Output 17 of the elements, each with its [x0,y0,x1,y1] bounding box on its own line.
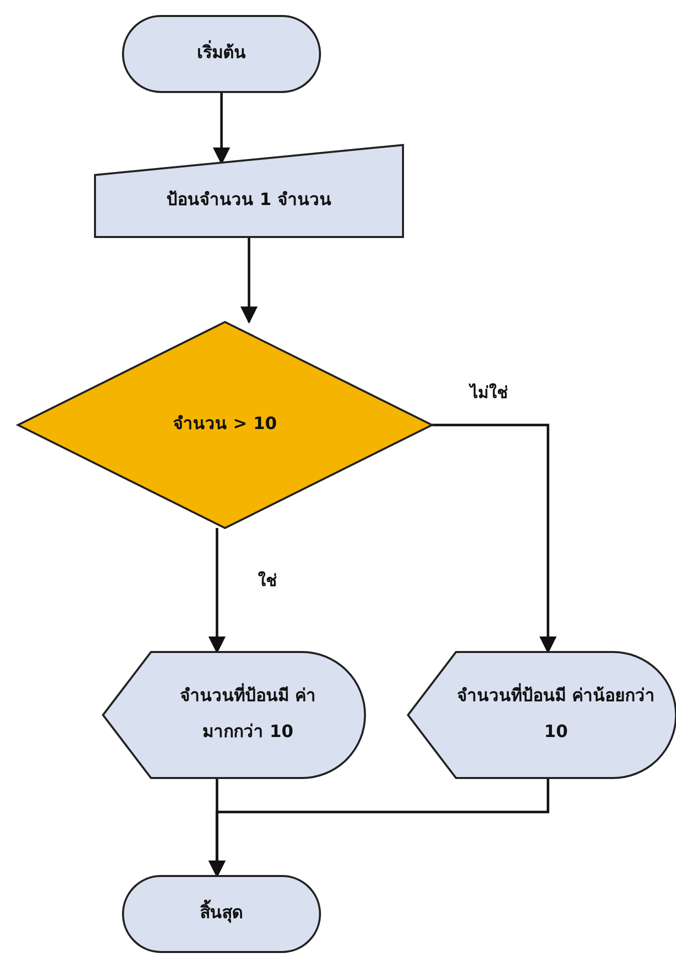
manual-input-shape [95,145,403,237]
arrow [212,92,230,165]
node-text: จำนวนที่ป้อนมี ค่ามากกว่า 10 [103,679,365,751]
node-text: จำนวน > 10 [173,413,277,436]
node-text: ป้อนจำนวน 1 จำนวน [166,189,332,212]
arrow [208,778,550,878]
terminal-shape [123,16,320,92]
arrow [432,424,557,654]
terminal-shape [123,876,320,952]
node-text: จำนวนที่ป้อนมี ค่าน้อยกว่า 10 [408,679,676,751]
display-shape [103,652,365,778]
arrow [240,237,258,324]
node-text: เริ่มต้น [197,36,246,72]
display-shape [408,652,676,778]
arrow [208,528,226,654]
node-text: สิ้นสุด [200,896,243,932]
decision-diamond [18,322,432,528]
